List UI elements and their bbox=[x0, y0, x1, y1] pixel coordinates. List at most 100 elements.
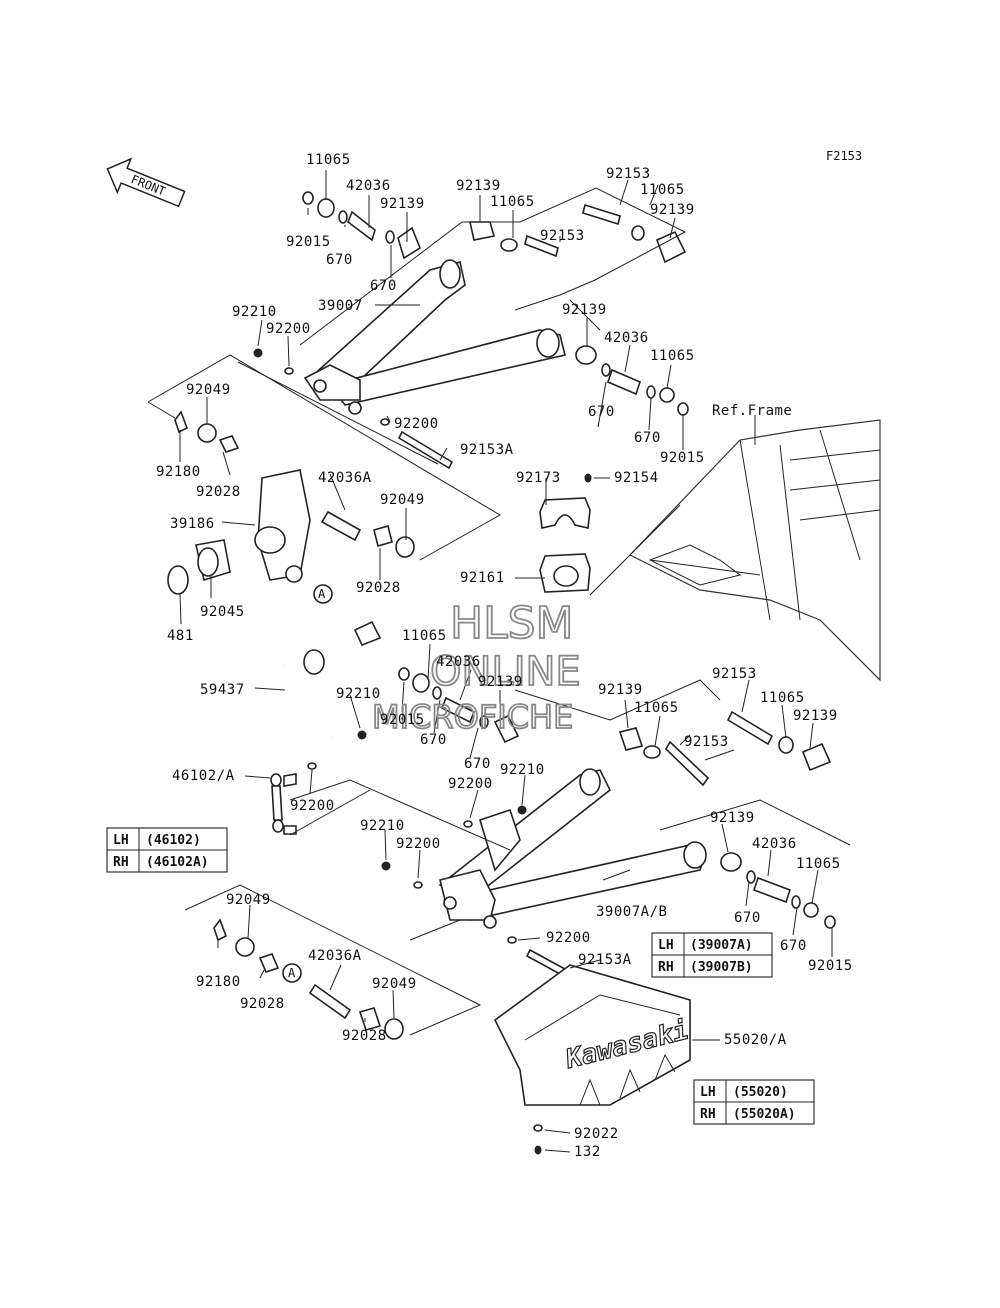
part-label: 42036 bbox=[346, 178, 391, 194]
part-label: 670 bbox=[420, 732, 447, 748]
part-label: 92139 bbox=[793, 708, 838, 724]
part-label: 481 bbox=[167, 628, 194, 644]
table-part: (55020) bbox=[733, 1085, 788, 1100]
stabilizer-brackets bbox=[539, 473, 592, 593]
part-label: 92210 bbox=[336, 686, 381, 702]
table-side: LH bbox=[113, 833, 129, 848]
part-label: 92049 bbox=[186, 382, 231, 398]
part-label: 92153A bbox=[578, 952, 632, 968]
part-label: 92139 bbox=[456, 178, 501, 194]
watermark-line-3: MICROFICHE bbox=[372, 698, 573, 736]
part-label: 92139 bbox=[650, 202, 695, 218]
leader-lines bbox=[179, 170, 833, 1153]
part-label: 11065 bbox=[650, 348, 695, 364]
part-label: 92015 bbox=[808, 958, 853, 974]
part-label: 42036 bbox=[604, 330, 649, 346]
part-label: 92028 bbox=[342, 1028, 387, 1044]
part-label: 11065 bbox=[490, 194, 535, 210]
part-label: 92210 bbox=[360, 818, 405, 834]
part-label: 92049 bbox=[226, 892, 271, 908]
part-label: 92139 bbox=[710, 810, 755, 826]
part-label: 92180 bbox=[196, 974, 241, 990]
part-label: 39007A/B bbox=[596, 904, 667, 920]
lower-knuckle-hardware: A bbox=[213, 918, 404, 1040]
figure-code: F2153 bbox=[826, 149, 862, 163]
table-part: (46102A) bbox=[146, 855, 209, 870]
table-side: LH bbox=[700, 1085, 716, 1100]
table-side: LH bbox=[658, 938, 674, 953]
part-label: 92200 bbox=[396, 836, 441, 852]
part-label: 92210 bbox=[500, 762, 545, 778]
watermark: HLSM ONLINE MICROFICHE bbox=[371, 597, 581, 737]
stabilizer-bar bbox=[278, 598, 545, 752]
table-part: (39007B) bbox=[690, 960, 753, 975]
upper-arm-hardware bbox=[253, 191, 689, 470]
part-label: 11065 bbox=[760, 690, 805, 706]
part-label: 92153A bbox=[460, 442, 514, 458]
part-label: 92153 bbox=[540, 228, 585, 244]
part-label: 92049 bbox=[380, 492, 425, 508]
part-label: 59437 bbox=[200, 682, 245, 698]
part-label: 92049 bbox=[372, 976, 417, 992]
part-label: 670 bbox=[734, 910, 761, 926]
table-part: (39007A) bbox=[690, 938, 753, 953]
part-label: 92022 bbox=[574, 1126, 619, 1142]
table-side: RH bbox=[700, 1107, 716, 1122]
part-label: 11065 bbox=[796, 856, 841, 872]
part-label: 11065 bbox=[634, 700, 679, 716]
part-label: 92200 bbox=[290, 798, 335, 814]
part-label: 132 bbox=[574, 1144, 601, 1160]
part-label: 92153 bbox=[606, 166, 651, 182]
part-label: 670 bbox=[464, 756, 491, 772]
part-label: 92200 bbox=[266, 321, 311, 337]
part-label: 92200 bbox=[394, 416, 439, 432]
part-label: 92015 bbox=[286, 234, 331, 250]
part-label: 92200 bbox=[546, 930, 591, 946]
part-label: 670 bbox=[588, 404, 615, 420]
part-label: 92015 bbox=[660, 450, 705, 466]
ref-frame-label: Ref.Frame bbox=[712, 403, 792, 419]
table-46102: LH (46102) RH (46102A) bbox=[106, 827, 228, 873]
part-label: 92028 bbox=[240, 996, 285, 1012]
part-label: 92153 bbox=[712, 666, 757, 682]
lower-arm-hardware bbox=[307, 667, 836, 988]
part-label: 670 bbox=[370, 278, 397, 294]
lower-a-arm bbox=[438, 768, 707, 929]
table-55020: LH (55020) RH (55020A) bbox=[693, 1079, 815, 1125]
front-arrow-icon: FRONT bbox=[106, 157, 186, 208]
part-label: 92015 bbox=[380, 712, 425, 728]
part-label: 92153 bbox=[684, 734, 729, 750]
knuckle-assembly: A bbox=[167, 410, 415, 604]
part-label: 92139 bbox=[380, 196, 425, 212]
part-label: 55020/A bbox=[724, 1032, 787, 1048]
part-label: 92139 bbox=[598, 682, 643, 698]
part-label: 92180 bbox=[156, 464, 201, 480]
circle-ref-a-2: A bbox=[288, 966, 296, 980]
watermark-line-1: HLSM bbox=[450, 598, 574, 649]
reference-frame bbox=[629, 419, 881, 682]
part-labels: 11065 92015 42036 670 92139 670 92139 11… bbox=[156, 152, 853, 1160]
part-label: 42036A bbox=[308, 948, 362, 964]
part-label: 92028 bbox=[196, 484, 241, 500]
upper-a-arm bbox=[303, 259, 566, 415]
part-label: 92173 bbox=[516, 470, 561, 486]
part-label: 92200 bbox=[448, 776, 493, 792]
table-part: (46102) bbox=[146, 833, 201, 848]
part-label: 670 bbox=[326, 252, 353, 268]
table-39007: LH (39007A) RH (39007B) bbox=[651, 932, 773, 978]
part-label: 92139 bbox=[562, 302, 607, 318]
part-label: 92028 bbox=[356, 580, 401, 596]
circle-ref-a: A bbox=[318, 587, 326, 601]
part-label: 11065 bbox=[640, 182, 685, 198]
part-label: 670 bbox=[780, 938, 807, 954]
part-label: 39186 bbox=[170, 516, 215, 532]
part-label: 92210 bbox=[232, 304, 277, 320]
part-label: 42036 bbox=[752, 836, 797, 852]
guide-lines bbox=[147, 187, 851, 1036]
part-label: 39007 bbox=[318, 298, 363, 314]
part-label: 46102/A bbox=[172, 768, 235, 784]
part-label: 92045 bbox=[200, 604, 245, 620]
part-label: 92161 bbox=[460, 570, 505, 586]
part-label: 11065 bbox=[306, 152, 351, 168]
